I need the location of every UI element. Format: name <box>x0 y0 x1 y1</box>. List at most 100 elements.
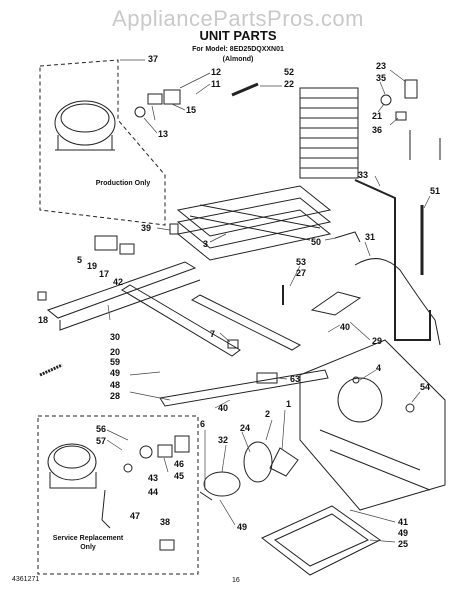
capacitor-service <box>139 445 153 459</box>
screw-4 <box>352 376 360 384</box>
part-label-4: 4 <box>376 363 382 373</box>
part-label-28: 28 <box>110 391 121 401</box>
part-label-31: 31 <box>365 232 376 242</box>
part-label-35: 35 <box>376 73 387 83</box>
heater-bar <box>231 82 259 97</box>
screw-54 <box>405 403 415 413</box>
part-label-1: 1 <box>286 399 292 409</box>
page-number: 16 <box>232 577 240 584</box>
bracket-23 <box>404 79 418 99</box>
compressor-top <box>54 100 116 151</box>
part-label-33: 33 <box>358 170 369 180</box>
spacer-7 <box>227 339 239 349</box>
part-label-19: 19 <box>87 261 98 271</box>
part-label-56: 56 <box>96 424 107 434</box>
part-label-51: 51 <box>430 186 441 196</box>
motor-bracket <box>310 291 362 316</box>
part-label-49-right: 49 <box>398 528 409 538</box>
part-label-42: 42 <box>113 277 124 287</box>
part-label-2: 2 <box>265 409 271 419</box>
part-label-53: 53 <box>296 257 307 267</box>
part-label-23: 23 <box>376 61 387 71</box>
hanger <box>334 231 361 243</box>
part-label-54: 54 <box>420 382 431 392</box>
harness-47 <box>101 489 111 529</box>
service-replacement-note-line2: Only <box>80 544 96 551</box>
control-box <box>94 235 118 251</box>
relay-service <box>157 444 173 458</box>
part-label-59: 59 <box>110 357 121 367</box>
part-label-12: 12 <box>211 67 222 77</box>
part-label-30: 30 <box>110 332 121 342</box>
part-label-41: 41 <box>398 517 409 527</box>
part-label-17: 17 <box>99 269 110 279</box>
part-label-43: 43 <box>148 473 159 483</box>
drain-pan <box>261 505 381 576</box>
part-label-27: 27 <box>296 268 307 278</box>
part-label-25: 25 <box>398 539 409 549</box>
part-label-47: 47 <box>130 511 141 521</box>
part-label-38: 38 <box>160 517 171 527</box>
compressor-service <box>47 443 97 489</box>
capillary-tube <box>354 258 441 346</box>
part-label-13: 13 <box>158 129 169 139</box>
drier-63 <box>256 372 278 384</box>
part-label-49-bottom: 49 <box>237 522 248 532</box>
part-label-52: 52 <box>284 67 295 77</box>
fan-chassis <box>299 339 446 511</box>
part-label-44: 44 <box>148 487 159 497</box>
condenser-coil <box>176 185 332 261</box>
part-label-21: 21 <box>372 111 383 121</box>
part-label-11: 11 <box>211 79 221 89</box>
clip-43 <box>123 463 133 473</box>
bolt-18 <box>37 291 47 301</box>
spring-28 <box>39 363 63 377</box>
part-label-40-lower: 40 <box>218 403 229 413</box>
part-label-22: 22 <box>284 79 295 89</box>
part-label-29: 29 <box>372 336 383 346</box>
part-label-3: 3 <box>203 239 209 249</box>
part-label-7: 7 <box>210 329 216 339</box>
part-label-18: 18 <box>38 315 49 325</box>
part-label-46: 46 <box>174 459 185 469</box>
production-only-note: Production Only <box>95 180 151 187</box>
part-label-49-left: 49 <box>110 368 121 378</box>
fan-assembly <box>203 441 299 497</box>
document-number: 4361271 <box>12 576 40 583</box>
grommet-39 <box>169 223 179 235</box>
part-label-20: 20 <box>110 347 121 357</box>
part-label-36: 36 <box>372 125 383 135</box>
production-only-dashed-box <box>39 59 166 226</box>
page-title: UNIT PARTS <box>199 28 277 43</box>
color-line: (Almond) <box>222 56 254 63</box>
part-label-15: 15 <box>186 105 197 115</box>
capacitor-top <box>134 106 146 118</box>
terminal-block <box>119 243 135 255</box>
evaporator-coil <box>299 87 359 179</box>
part-label-37: 37 <box>148 54 159 64</box>
suction-tube <box>354 179 431 341</box>
grommet-35 <box>380 94 392 106</box>
overload-top <box>163 89 181 105</box>
cover-plate <box>159 369 329 407</box>
part-label-45: 45 <box>174 471 185 481</box>
service-replacement-dashed-box <box>37 415 199 575</box>
clip-36 <box>395 111 407 121</box>
cord-38 <box>159 539 175 551</box>
watermark-text: AppliancePartsPros.com <box>112 6 364 31</box>
part-label-6: 6 <box>200 419 206 429</box>
part-label-39: 39 <box>141 223 152 233</box>
base-rails <box>46 261 302 357</box>
part-label-57: 57 <box>96 436 107 446</box>
part-label-63: 63 <box>290 374 301 384</box>
model-line: For Model: 8ED25DQXXN01 <box>192 46 284 53</box>
part-label-32: 32 <box>218 435 229 445</box>
screw-6 <box>199 491 213 501</box>
part-label-50: 50 <box>311 237 322 247</box>
part-label-24: 24 <box>240 423 251 433</box>
service-replacement-note-line1: Service Replacement <box>52 535 124 542</box>
part-label-48: 48 <box>110 380 121 390</box>
overload-service <box>174 435 190 453</box>
relay-top <box>147 93 163 105</box>
